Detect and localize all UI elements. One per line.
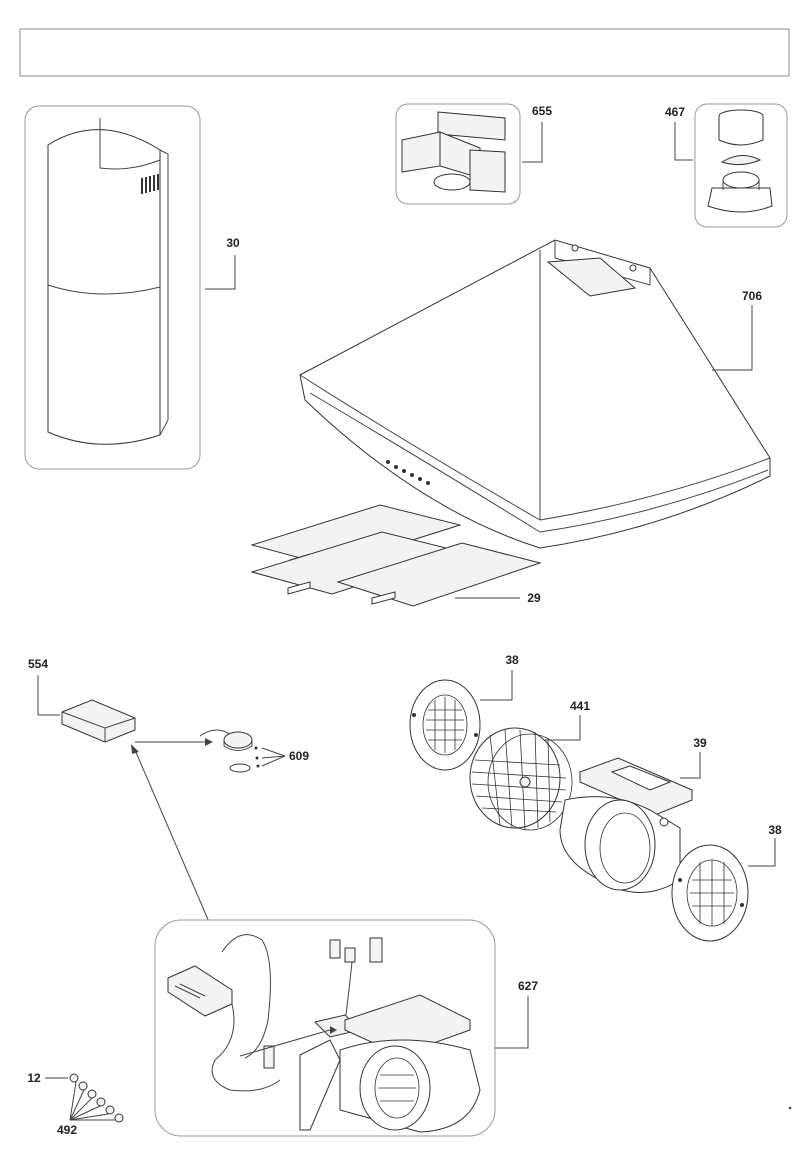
callout-30-label: 30 (226, 236, 240, 250)
fasteners-part (70, 1074, 123, 1122)
motor-assembly-group (155, 920, 495, 1136)
callout-12-label: 12 (27, 1071, 41, 1085)
callout-492-label: 492 (57, 1123, 77, 1137)
duct-connector-group (396, 104, 520, 204)
callout-29: 29 (455, 591, 541, 605)
callout-38-left: 38 (480, 653, 519, 700)
callout-627-label: 627 (518, 979, 538, 993)
chimney-cover-group (25, 106, 200, 469)
callout-39-label: 39 (693, 736, 707, 750)
callout-655-label: 655 (532, 104, 552, 118)
callout-627: 627 (495, 979, 538, 1048)
callout-609: 609 (262, 748, 309, 766)
chimney-cover-part (48, 118, 168, 444)
callout-12: 12 (27, 1071, 68, 1085)
blower-housing-part (560, 758, 692, 893)
callout-554-label: 554 (28, 657, 48, 671)
lamp-part (200, 730, 260, 772)
hood-body-part (300, 240, 770, 548)
callout-655: 655 (522, 104, 552, 162)
header-box (20, 29, 789, 76)
callout-467-label: 467 (665, 105, 685, 119)
callout-38-right-label: 38 (768, 823, 782, 837)
callout-706-label: 706 (742, 289, 762, 303)
transformer-part (62, 700, 135, 742)
callout-30: 30 (205, 236, 240, 289)
flange-valve-group (695, 104, 787, 227)
callout-39: 39 (680, 736, 707, 778)
impeller-part (470, 728, 572, 830)
callout-29-label: 29 (527, 591, 541, 605)
callout-609-label: 609 (289, 749, 309, 763)
motor-flange-right-part (672, 845, 748, 941)
callout-38-right: 38 (748, 823, 782, 866)
callout-554: 554 (28, 657, 60, 715)
motor-flange-left-part (410, 680, 480, 770)
callout-441: 441 (545, 699, 590, 740)
callout-441-label: 441 (570, 699, 590, 713)
callout-706: 706 (712, 289, 762, 370)
callout-467: 467 (665, 105, 693, 160)
callout-38-left-label: 38 (505, 653, 519, 667)
stray-dot (789, 1107, 791, 1109)
